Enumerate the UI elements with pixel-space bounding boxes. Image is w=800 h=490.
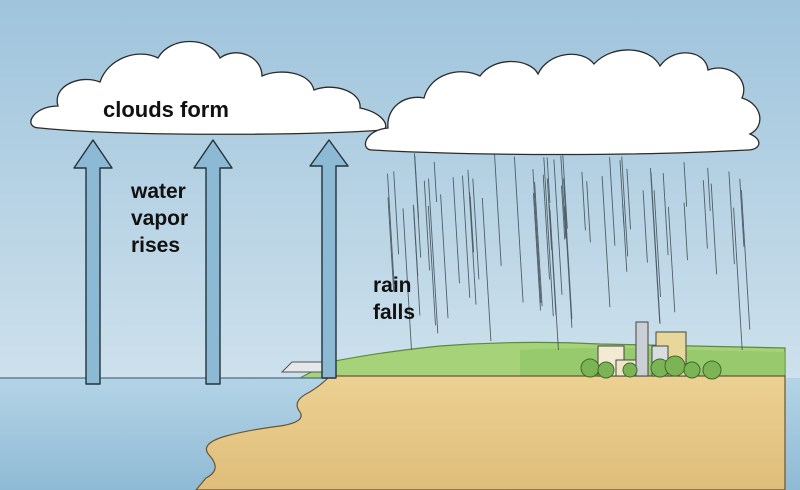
rain-streak <box>653 190 661 298</box>
rain-streak <box>683 202 688 261</box>
rain-streak <box>427 205 436 326</box>
rain-streak <box>683 162 688 207</box>
rain-streak <box>662 173 669 256</box>
label-line: rises <box>131 234 181 257</box>
rain-streak <box>534 181 543 307</box>
rain-streak <box>553 159 563 295</box>
rain-streak <box>532 169 542 303</box>
rain-streak <box>621 156 629 257</box>
rain-streak <box>564 206 573 328</box>
rain-streak <box>561 185 566 240</box>
left-cloud <box>30 40 387 135</box>
rain-streak <box>433 161 438 203</box>
rain-streak <box>562 155 568 229</box>
rain-streak <box>387 173 395 284</box>
building <box>635 321 649 377</box>
rain-streak <box>513 156 524 303</box>
rain-streak <box>481 197 492 342</box>
rain-streak <box>472 178 480 280</box>
rain-streak <box>739 178 745 247</box>
up-arrow-icon <box>193 139 233 385</box>
rain-streak <box>414 156 420 219</box>
rain-streaks <box>387 153 751 351</box>
rain-falls-label: rain falls <box>373 272 415 326</box>
rain-streak <box>440 194 449 319</box>
label-line: rain <box>373 274 412 297</box>
rain-streak <box>609 157 616 246</box>
label-line: vapor <box>131 207 189 230</box>
rain-streak <box>740 190 751 330</box>
label-line: falls <box>373 301 416 324</box>
rain-streak <box>728 171 735 265</box>
rain-streak <box>467 169 477 305</box>
rain-streak <box>413 207 419 277</box>
rain-streak <box>667 206 676 313</box>
rain-streak <box>452 177 460 284</box>
rain-streak <box>543 157 554 317</box>
rain-streak <box>586 181 591 243</box>
rain-streak <box>546 157 551 204</box>
up-arrow-icon <box>73 139 113 385</box>
rain-streak <box>542 174 550 280</box>
rain-streak <box>560 155 567 239</box>
rain-streak <box>494 153 502 266</box>
land <box>195 375 786 490</box>
rain-streak <box>469 196 475 253</box>
rain-streak <box>402 208 412 351</box>
rain-streak <box>549 209 559 351</box>
up-arrow-icon <box>309 139 349 379</box>
rain-streak <box>387 197 395 292</box>
rain-streak <box>702 180 708 249</box>
right-cloud <box>364 49 761 156</box>
rain-streak <box>532 192 541 311</box>
rain-streak <box>626 168 631 230</box>
rain-streak <box>428 178 439 334</box>
rain-streak <box>710 183 718 275</box>
clouds-form-label: clouds form <box>103 97 229 122</box>
water-vapor-rises-label: water vapor rises <box>131 178 188 259</box>
town-trees <box>580 355 722 380</box>
label-line: water <box>131 180 186 203</box>
rain-streak <box>581 171 586 231</box>
rain-streak <box>650 172 661 324</box>
rain-streak <box>707 167 711 211</box>
rain-streak <box>733 207 743 351</box>
rain-streak <box>601 176 611 308</box>
rain-streak <box>642 190 648 263</box>
rain-streak <box>622 204 628 272</box>
rain-streak <box>393 171 400 255</box>
rain-streak <box>462 175 471 298</box>
rain-streak <box>563 178 573 319</box>
rain-streak <box>423 180 431 271</box>
vapor-arrows <box>73 139 349 385</box>
